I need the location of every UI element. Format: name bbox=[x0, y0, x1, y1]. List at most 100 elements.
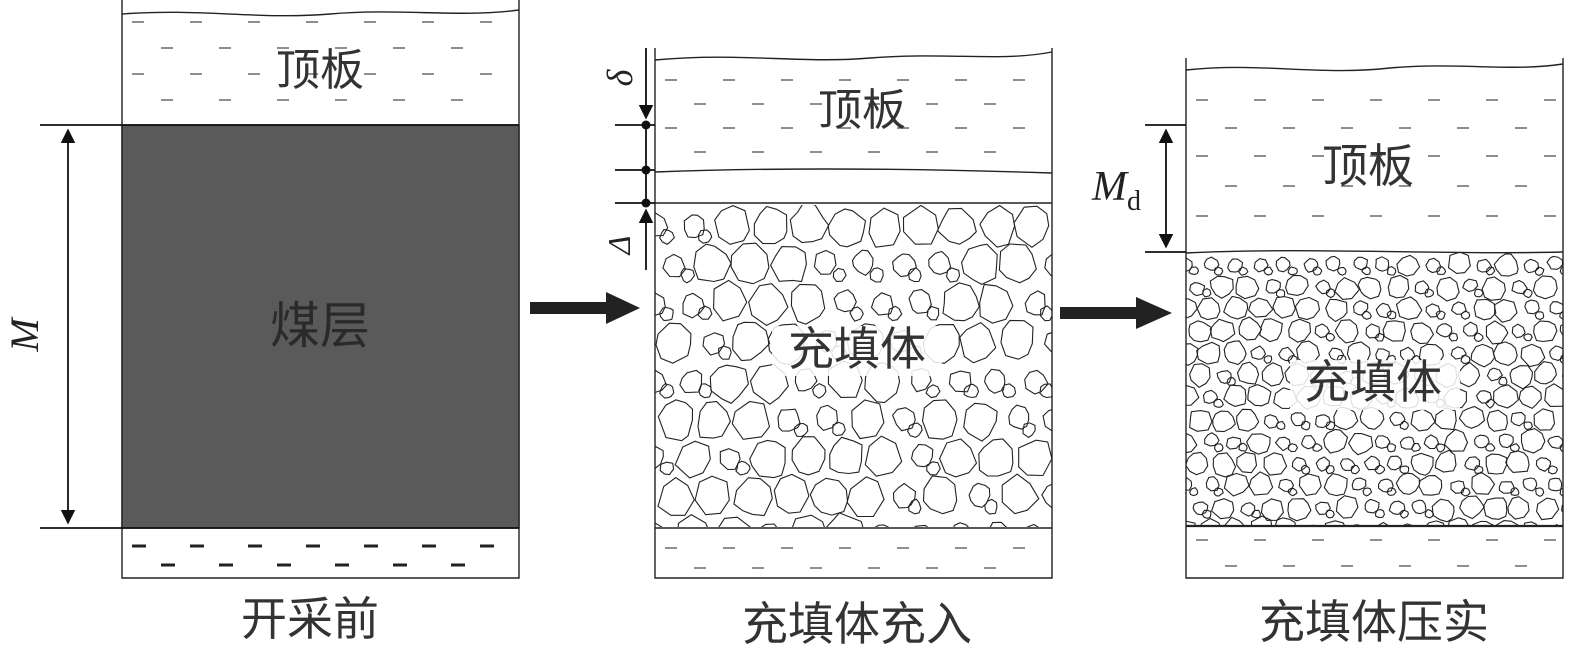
fill-stone bbox=[1375, 256, 1390, 272]
fill-stone bbox=[1387, 274, 1410, 299]
fill-stone bbox=[1001, 473, 1040, 515]
fill-stone bbox=[984, 498, 998, 515]
fill-stone bbox=[1253, 258, 1269, 273]
fill-stone bbox=[825, 512, 864, 527]
fill-stone bbox=[809, 477, 849, 516]
fill-stone bbox=[659, 461, 675, 476]
fill-stone bbox=[1261, 362, 1285, 387]
fill-stone bbox=[1339, 458, 1356, 471]
fill-stone bbox=[1534, 361, 1557, 385]
fill-stone bbox=[1223, 384, 1247, 407]
fill-stone bbox=[1471, 520, 1496, 526]
fill-stone bbox=[1559, 266, 1563, 275]
fill-stone bbox=[1363, 455, 1381, 471]
fill-stone bbox=[1209, 318, 1236, 343]
fill-stone bbox=[1520, 428, 1546, 454]
fill-stone bbox=[1548, 477, 1563, 492]
fill-stone bbox=[1559, 323, 1563, 336]
fill-stone bbox=[1484, 443, 1496, 452]
fill-stone bbox=[1287, 266, 1298, 276]
fill-stone bbox=[907, 267, 922, 283]
fill-stone bbox=[1223, 295, 1249, 320]
fill-stone bbox=[1022, 422, 1036, 439]
fill-stone bbox=[851, 399, 885, 440]
fill-stone bbox=[748, 283, 789, 327]
fill-stone bbox=[1493, 253, 1519, 277]
fill-stone bbox=[1263, 452, 1288, 476]
fill-stone bbox=[1210, 498, 1235, 520]
fill-stone bbox=[1450, 480, 1466, 494]
fill-stone bbox=[816, 404, 839, 432]
fill-stone bbox=[1424, 508, 1435, 519]
fill-stone bbox=[1486, 409, 1508, 432]
fill-stone bbox=[1061, 422, 1074, 437]
fill-stone bbox=[921, 399, 958, 440]
fill-stone bbox=[1485, 453, 1508, 475]
fill-stone bbox=[1186, 257, 1193, 273]
fill-stone bbox=[1236, 408, 1260, 432]
fill-stone bbox=[714, 205, 750, 245]
compacted-height-symbol: Md bbox=[1091, 164, 1141, 217]
fill-stone bbox=[1435, 323, 1453, 338]
fill-stone bbox=[1535, 457, 1552, 472]
fill-stone bbox=[791, 436, 826, 476]
fill-stone bbox=[769, 246, 807, 283]
fill-stone bbox=[1561, 371, 1563, 378]
fill-stone bbox=[1434, 449, 1457, 473]
fill-stone bbox=[1323, 472, 1348, 497]
fill-stone bbox=[963, 383, 980, 399]
fill-stone bbox=[1328, 347, 1345, 362]
fill-stone bbox=[913, 524, 929, 527]
fill-stone bbox=[677, 514, 708, 527]
panel3-top-wave bbox=[1185, 63, 1564, 72]
fill-stone bbox=[1223, 516, 1245, 526]
fill-stone bbox=[1225, 436, 1242, 450]
fill-stone bbox=[1350, 464, 1361, 475]
fill-stone bbox=[693, 243, 732, 283]
panel1-roof-dashes bbox=[132, 21, 492, 101]
fill-stone bbox=[1386, 455, 1403, 471]
coal-seam-label: 煤层 bbox=[270, 297, 370, 355]
panel3-fill-stones bbox=[1186, 253, 1575, 526]
fill-stone bbox=[1378, 478, 1394, 493]
fill-stone bbox=[1300, 464, 1311, 475]
fill-stone bbox=[891, 407, 916, 432]
fill-stone bbox=[1213, 487, 1224, 497]
fill-stone bbox=[1564, 413, 1575, 426]
fill-stone bbox=[1410, 452, 1434, 476]
fill-stone bbox=[1055, 436, 1089, 479]
fill-stone bbox=[658, 306, 674, 322]
fill-stone bbox=[1347, 433, 1374, 456]
fill-stone bbox=[660, 539, 674, 553]
fill-stone bbox=[1460, 310, 1471, 320]
fill-stone bbox=[1248, 471, 1274, 496]
panel1-top-wave bbox=[121, 9, 520, 17]
fill-stone bbox=[1186, 477, 1193, 491]
roof-gap-symbol: δ bbox=[600, 68, 640, 86]
fill-stone bbox=[1549, 301, 1563, 315]
fill-stone bbox=[926, 461, 941, 476]
fill-stone bbox=[928, 250, 952, 275]
fill-stone bbox=[1189, 410, 1213, 432]
fill-stone bbox=[1485, 320, 1509, 345]
panel2-roof-label: 顶板 bbox=[818, 85, 906, 136]
fill-stone bbox=[1386, 443, 1396, 453]
fill-stone bbox=[1054, 514, 1088, 554]
fill-stone bbox=[1287, 443, 1299, 453]
fill-stone bbox=[1274, 517, 1296, 526]
fill-stone bbox=[936, 207, 977, 245]
fill-stone bbox=[1040, 305, 1052, 322]
fill-stone bbox=[1457, 361, 1481, 388]
fill-stone bbox=[659, 228, 675, 245]
fill-stone bbox=[1374, 509, 1385, 518]
fill-stone bbox=[1505, 450, 1530, 473]
fill-stone bbox=[1414, 280, 1430, 295]
fill-stone bbox=[1361, 266, 1371, 276]
fill-stone bbox=[1498, 433, 1514, 449]
fill-shortfall-symbol: Δ bbox=[601, 236, 637, 257]
fill-stone bbox=[892, 253, 917, 278]
fill-stone bbox=[1205, 476, 1220, 492]
fill-stone bbox=[1223, 340, 1247, 366]
fill-stone bbox=[1300, 435, 1316, 450]
fill-stone bbox=[1275, 289, 1286, 298]
